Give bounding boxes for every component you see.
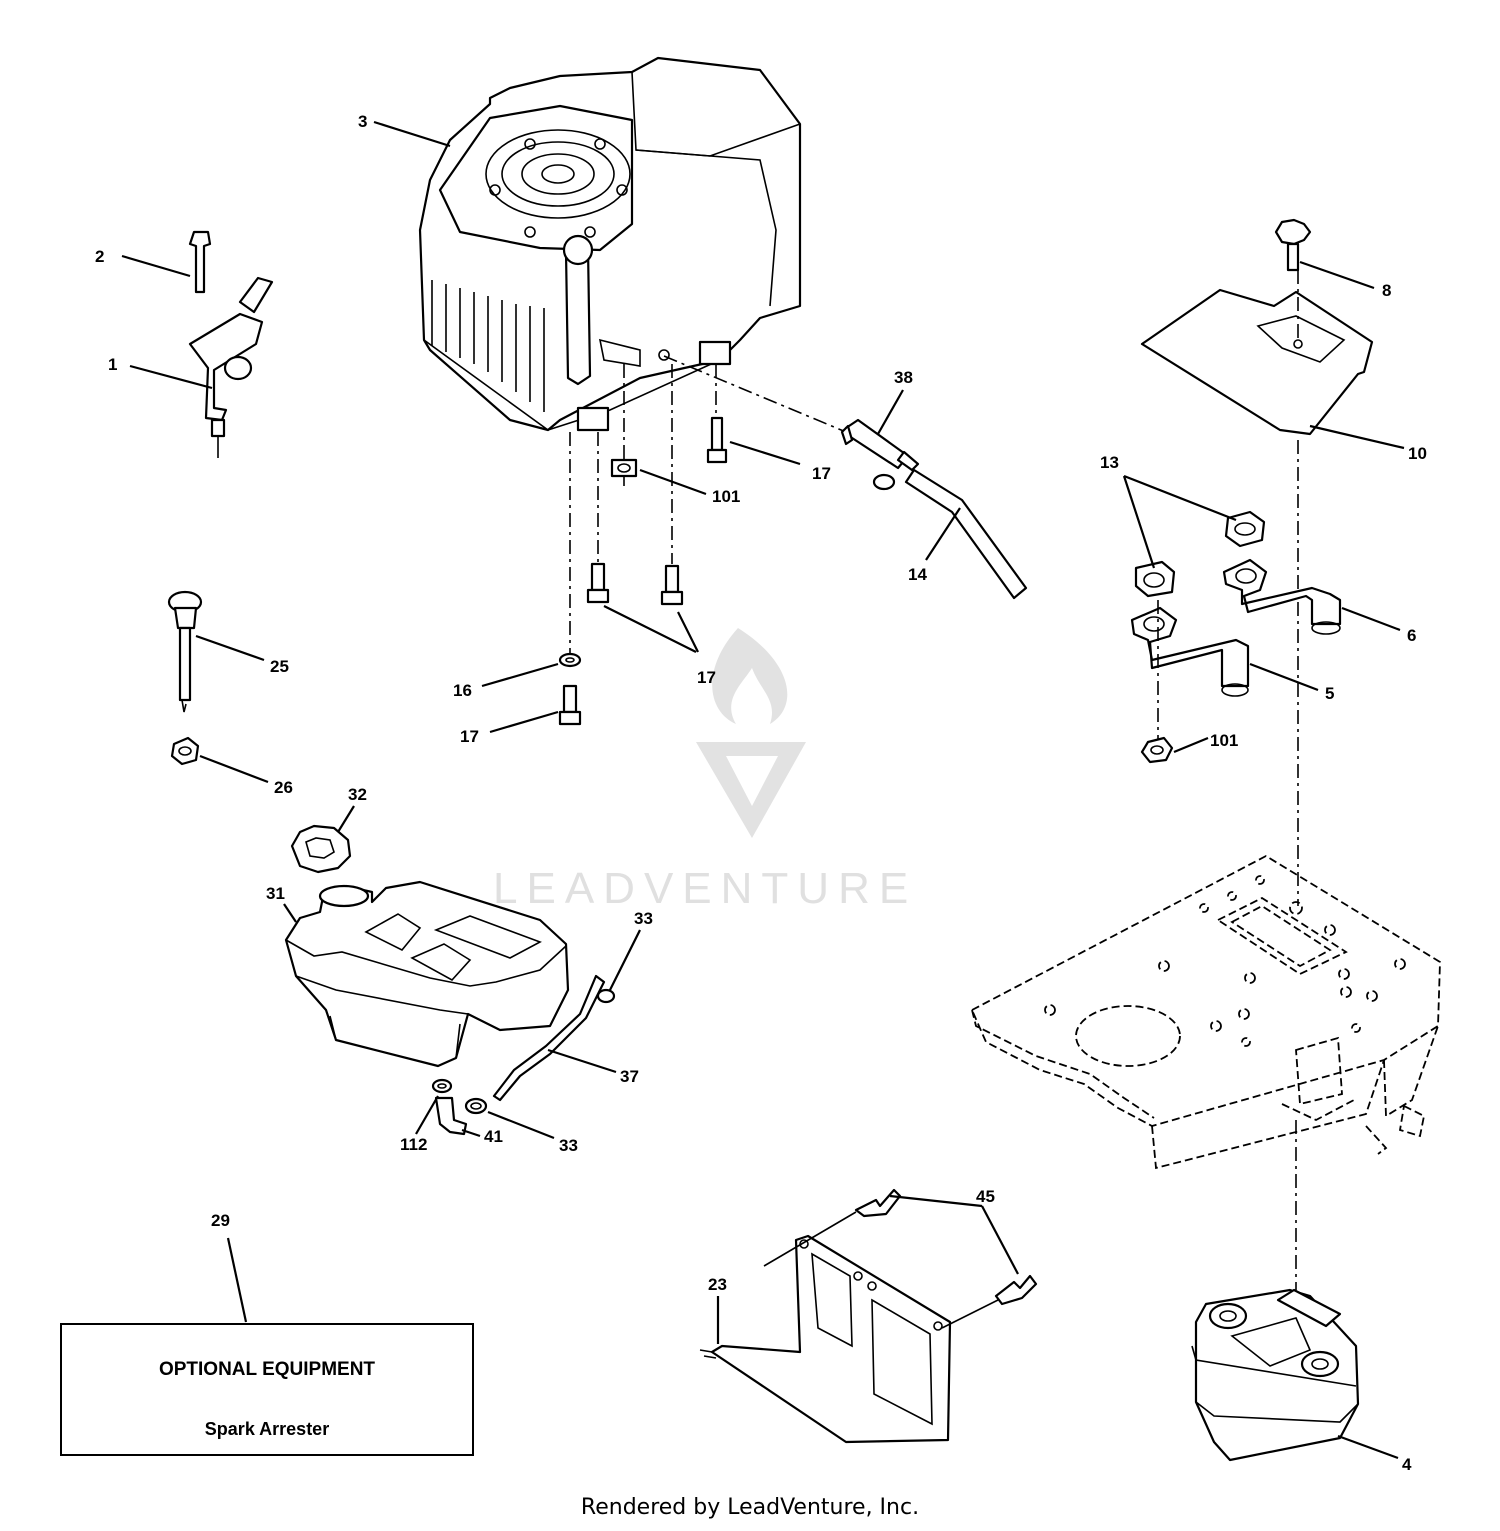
fuel-filter-part-38 — [840, 418, 920, 491]
engine-part-3 — [418, 56, 802, 432]
shield-part-23 — [699, 1234, 952, 1444]
callout-14: 14 — [908, 565, 927, 584]
callout-101-nut: 101 — [712, 487, 740, 506]
optional-equipment-item: Spark Arrester — [204, 1419, 330, 1439]
hose-clamp-part-33-upper — [596, 988, 616, 1004]
callout-26: 26 — [274, 778, 293, 797]
callout-38: 38 — [894, 368, 913, 387]
nut-part-101-right — [1140, 736, 1174, 764]
callout-23: 23 — [708, 1275, 727, 1294]
callout-10: 10 — [1408, 444, 1427, 463]
callout-101-right: 101 — [1210, 731, 1238, 750]
throttle-bracket-part-1 — [188, 230, 274, 458]
watermark-logo: LEADVENTURE — [493, 628, 917, 913]
callout-5: 5 — [1325, 684, 1334, 703]
fuel-tank-part-31 — [284, 880, 570, 1068]
bushing-part-112 — [431, 1078, 453, 1094]
callout-17-bolt-pair: 17 — [697, 668, 716, 687]
callout-33-upper: 33 — [634, 909, 653, 928]
callout-6: 6 — [1407, 626, 1416, 645]
callout-29: 29 — [211, 1211, 230, 1230]
callout-4: 4 — [1402, 1455, 1412, 1474]
choke-control-part-25 — [167, 590, 203, 713]
callout-3: 3 — [358, 112, 367, 131]
fuel-line-part-37 — [492, 974, 606, 1102]
footer-credit: Rendered by LeadVenture, Inc. — [580, 1495, 920, 1520]
watermark-text: LEADVENTURE — [493, 864, 917, 913]
tractor-frame-reference — [970, 854, 1441, 1170]
callout-17-bolt-right: 17 — [812, 464, 831, 483]
engine-mount-hardware — [558, 355, 847, 726]
callout-2: 2 — [95, 247, 104, 266]
callout-16-washer: 16 — [453, 681, 472, 700]
callout-17-bolt-lower: 17 — [460, 727, 479, 746]
exhaust-pipe-part-5 — [1130, 606, 1250, 697]
callout-112: 112 — [400, 1135, 427, 1154]
bolts-part-45 — [854, 1188, 1038, 1306]
callout-37: 37 — [620, 1067, 639, 1086]
optional-equipment-title: OPTIONAL EQUIPMENT — [158, 1359, 376, 1380]
fuel-cap-part-32 — [290, 824, 352, 874]
callout-31: 31 — [266, 884, 285, 903]
callout-13: 13 — [1100, 453, 1119, 472]
callout-8: 8 — [1382, 281, 1391, 300]
fuel-line-part-14 — [904, 468, 1028, 600]
callout-45: 45 — [976, 1187, 995, 1206]
hose-clamp-part-33-lower — [464, 1097, 488, 1115]
knob-part-8 — [1274, 218, 1312, 272]
callout-25: 25 — [270, 657, 289, 676]
optional-equipment-box: OPTIONAL EQUIPMENT Spark Arrester — [60, 1323, 474, 1456]
fuel-fitting-part-41 — [434, 1096, 468, 1136]
nut-part-26 — [170, 736, 200, 766]
callout-41: 41 — [484, 1127, 503, 1146]
callout-1: 1 — [108, 355, 117, 374]
exhaust-pipe-part-6 — [1222, 558, 1342, 635]
callout-33-lower: 33 — [559, 1136, 578, 1155]
heat-shield-part-10 — [1140, 288, 1374, 436]
callout-32: 32 — [348, 785, 367, 804]
muffler-part-4 — [1191, 1288, 1360, 1462]
